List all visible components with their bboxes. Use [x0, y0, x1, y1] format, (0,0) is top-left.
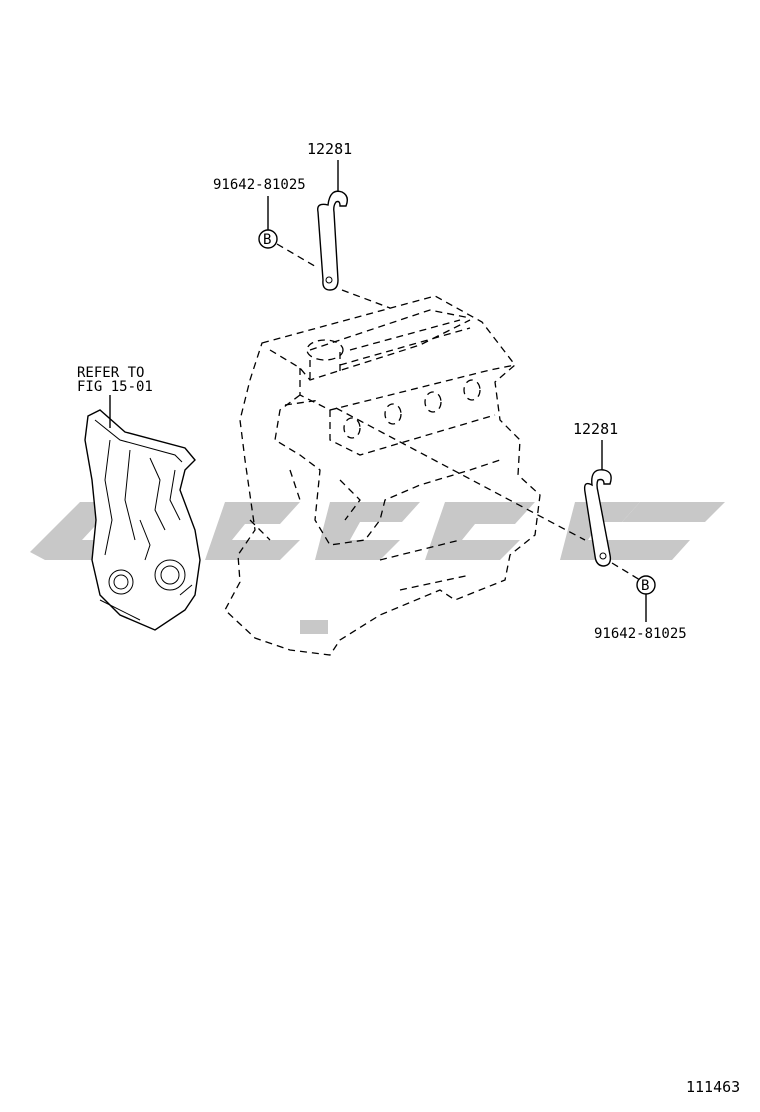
leader-dashed-upper: [276, 243, 391, 309]
reference-line2: FIG 15-01: [77, 379, 153, 395]
bolt-symbol-upper: B: [263, 232, 271, 248]
part-number-lower: 12281: [573, 420, 618, 438]
engine-block: [224, 295, 541, 656]
bolt-symbol-circle-upper: [258, 229, 278, 249]
reference-line1: REFER TO: [77, 365, 144, 381]
diagram-id: 111463: [686, 1078, 740, 1096]
leader-dashed-lower: [335, 407, 641, 581]
bolt-number-lower: 91642-81025: [594, 626, 687, 642]
engine-hanger-upper: [317, 160, 349, 291]
engine-hanger-lower: [583, 440, 612, 567]
bolt-symbol-lower: B: [641, 578, 649, 594]
timing-cover: [84, 395, 201, 631]
bolt-number-upper: 91642-81025: [213, 177, 306, 193]
part-number-upper: 12281: [307, 140, 352, 158]
